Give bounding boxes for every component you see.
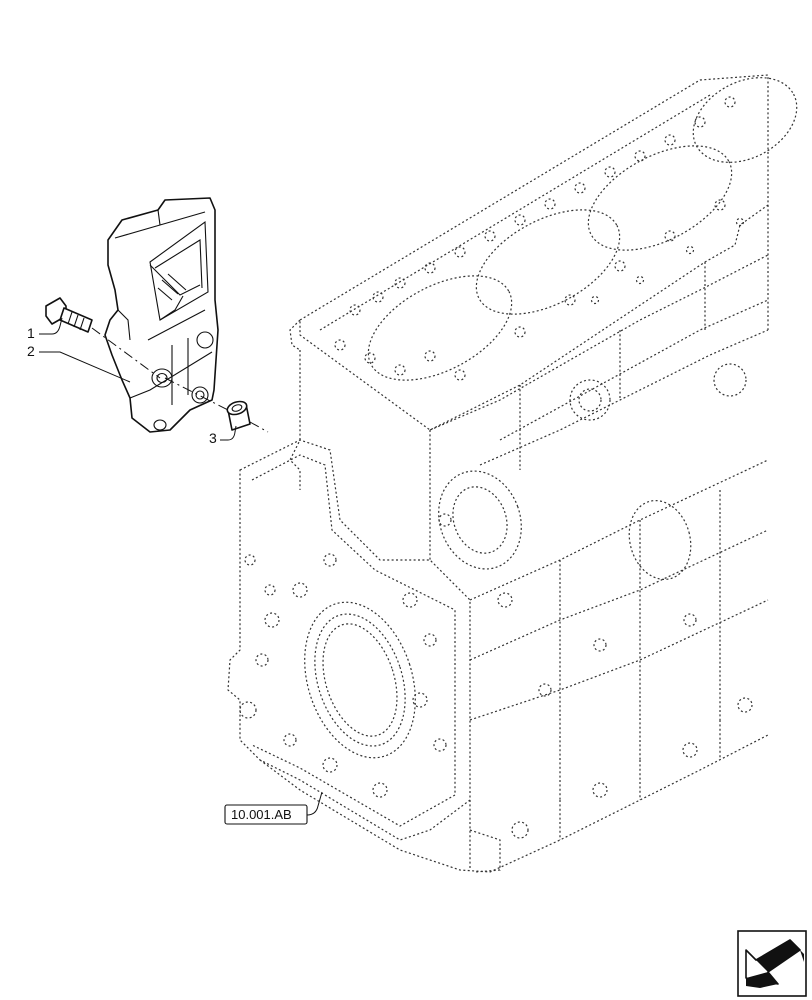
arrow-left-down-icon[interactable]: [737, 930, 807, 997]
bolt-part-3: [45, 297, 161, 379]
callout-1-label: 3: [209, 430, 217, 446]
callout-1: 3: [209, 425, 237, 446]
callout-2-label: 2: [27, 343, 35, 359]
callout-3: 1: [27, 317, 63, 341]
engine-block-phantom: [227, 74, 798, 873]
callout-2: 2: [27, 343, 131, 383]
reference-label: 10.001.AB: [231, 807, 292, 822]
reference-link-10-001-ab[interactable]: 10.001.AB: [224, 791, 323, 825]
callout-3-label: 1: [27, 325, 35, 341]
bushing-part-1: [164, 377, 269, 433]
bracket-part-2: [104, 197, 219, 433]
